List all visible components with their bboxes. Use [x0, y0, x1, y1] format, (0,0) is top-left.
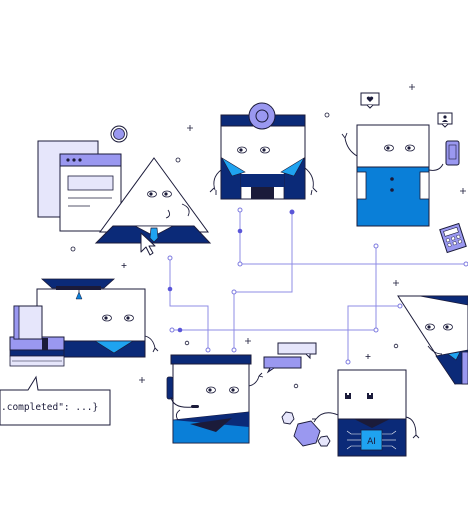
- code-snippet-text: .completed": ...}: [1, 402, 98, 413]
- headlamp-character: [209, 102, 318, 200]
- circuit-nodes: [167, 207, 468, 365]
- document-windows: [37, 140, 122, 232]
- graduation-cap-icon: [40, 278, 116, 300]
- headset-character: [166, 354, 264, 444]
- phone-icon: [445, 140, 460, 166]
- circuit-network: [169, 210, 466, 362]
- chat-bubbles: [263, 342, 317, 374]
- user-icon: [437, 112, 453, 128]
- ai-chip-character: AI: [312, 369, 420, 457]
- triangle-character: [94, 157, 212, 244]
- chip-label: AI: [367, 437, 376, 447]
- calculator-icon: [439, 222, 467, 254]
- partial-triangle-character: [397, 295, 468, 385]
- phone-character: [341, 124, 444, 227]
- heart-icon: [360, 92, 380, 109]
- decorative-dots: [70, 112, 399, 389]
- hexagon-icon: [281, 411, 331, 447]
- floating-orb: [110, 125, 128, 143]
- code-speech-bubble: .completed": ...}: [0, 375, 111, 426]
- cursor-icon: [140, 232, 156, 256]
- circuit-active-nodes: [167, 209, 295, 333]
- decorative-sparkles: [121, 84, 466, 383]
- books-icon: [9, 305, 65, 367]
